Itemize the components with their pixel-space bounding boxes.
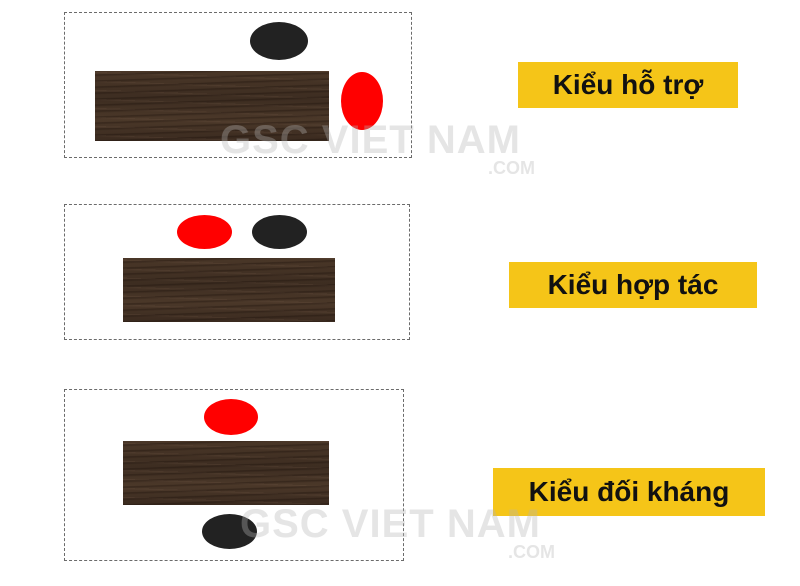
cooperation-red-seat [177, 215, 232, 249]
competition-red-seat [204, 399, 258, 435]
support-table [95, 71, 329, 141]
competition-black-seat [202, 514, 257, 549]
support-layout-panel [64, 12, 412, 158]
competition-layout-panel [64, 389, 404, 561]
watermark-logo-sub: .COM [488, 158, 535, 178]
cooperation-layout-label: Kiểu hợp tác [509, 262, 757, 308]
support-red-seat [341, 72, 383, 130]
competition-table [123, 441, 329, 505]
cooperation-layout-panel [64, 204, 410, 340]
competition-layout-label: Kiểu đối kháng [493, 468, 765, 516]
cooperation-black-seat [252, 215, 307, 249]
support-layout-label: Kiểu hỗ trợ [518, 62, 738, 108]
cooperation-table [123, 258, 335, 322]
watermark-logo-sub-2: .COM [508, 542, 555, 562]
support-black-seat [250, 22, 308, 60]
